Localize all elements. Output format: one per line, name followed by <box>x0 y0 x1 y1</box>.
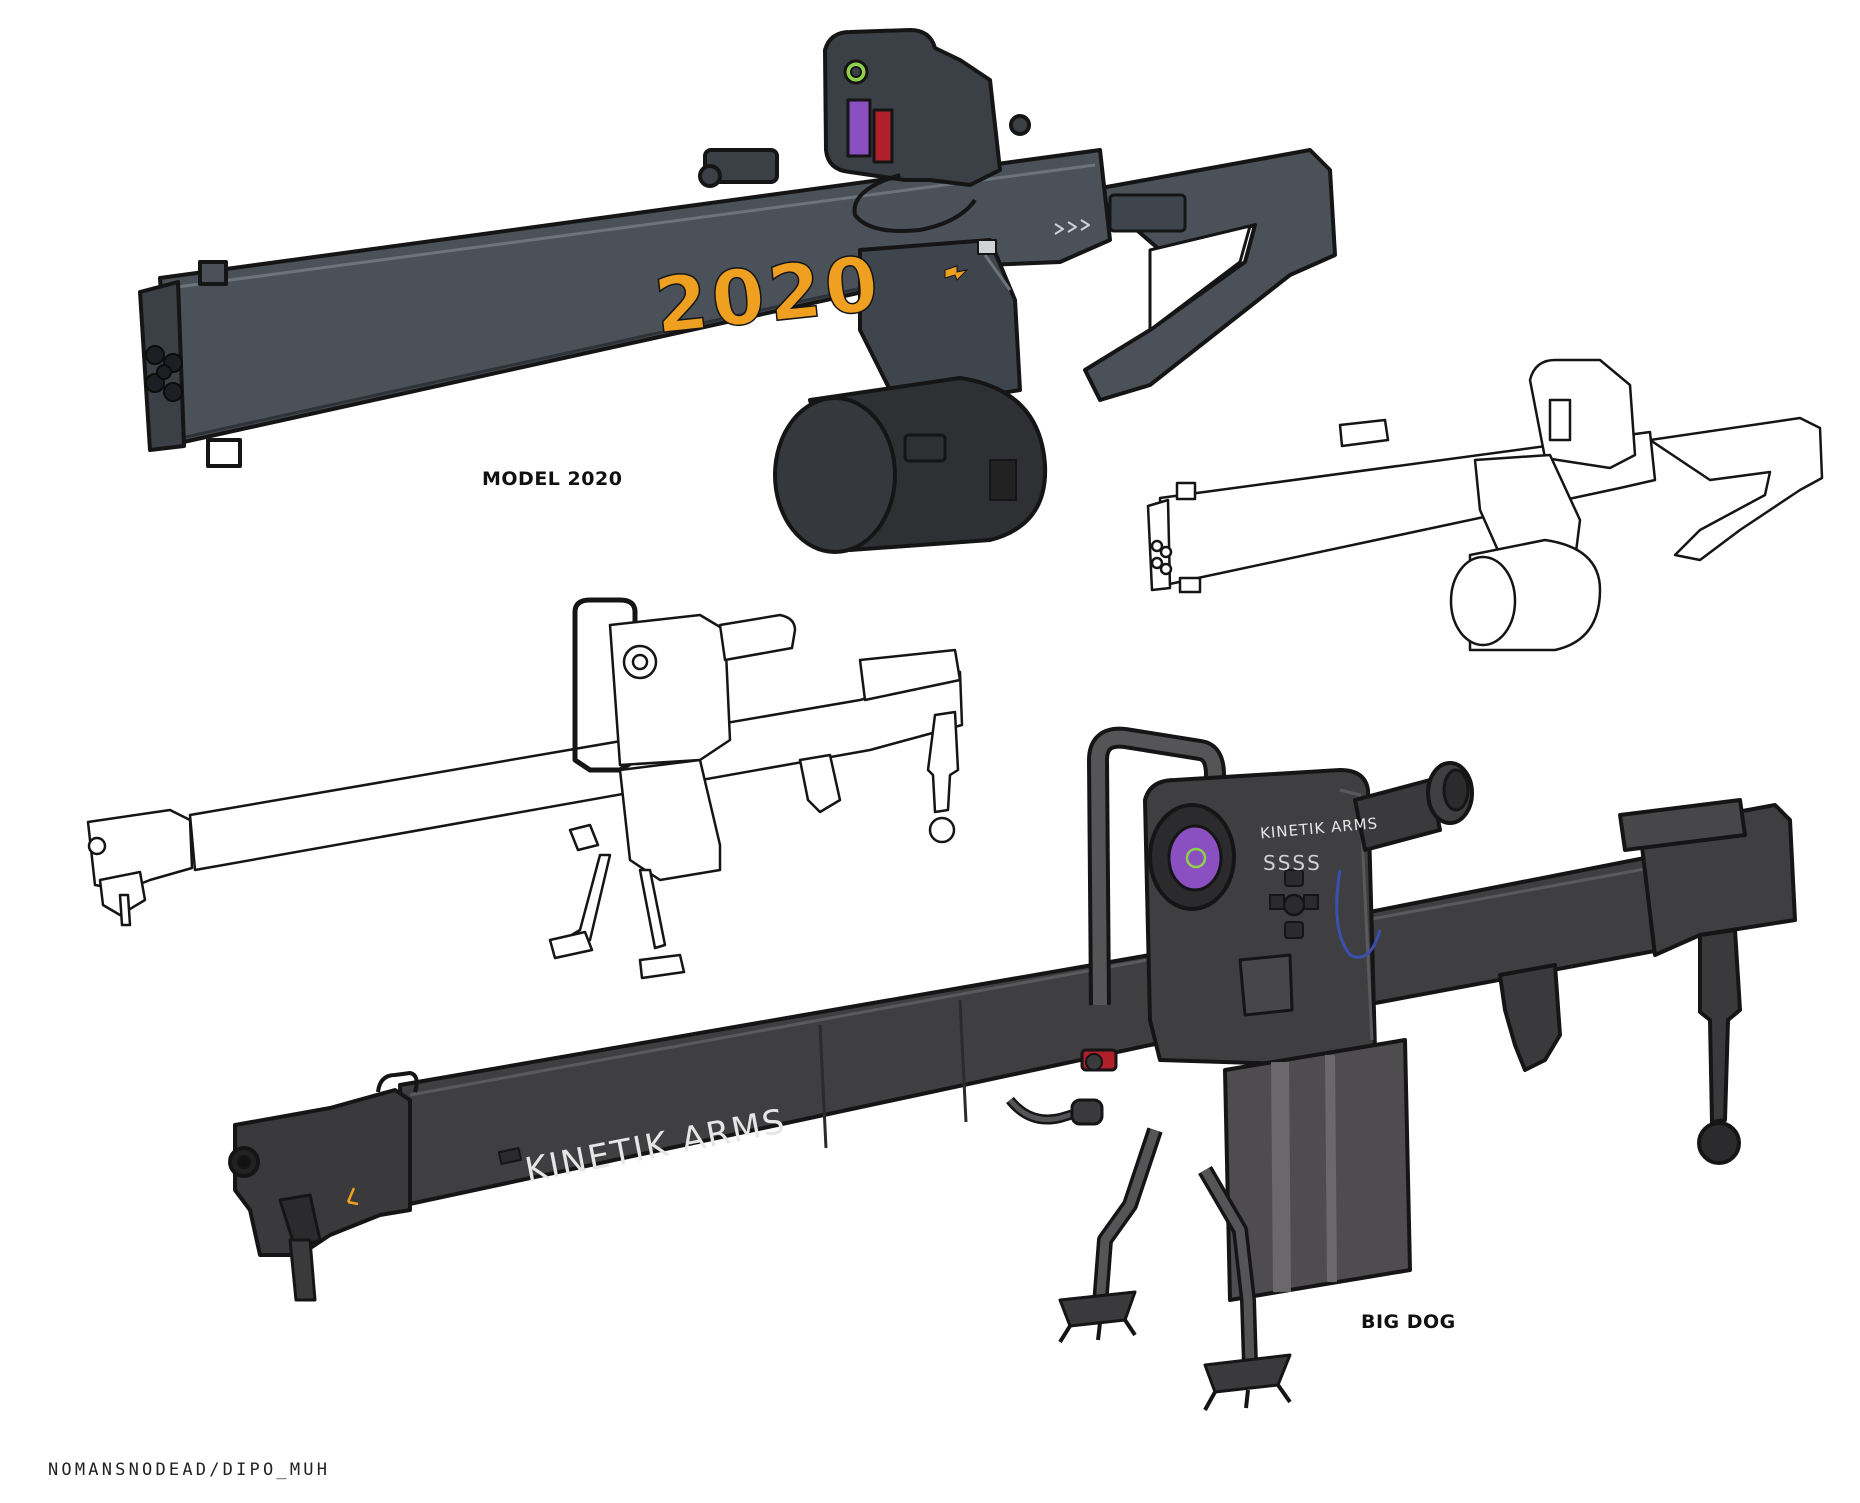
model-2020-lineart <box>1146 358 1824 652</box>
sight-red-lens <box>872 108 894 164</box>
big-dog-housing-symbols: SSSS <box>1263 851 1322 875</box>
sight-purple-lens <box>846 98 872 158</box>
model-2020-drum-face <box>773 396 897 554</box>
model-2020-launcher <box>138 28 1337 554</box>
yellow-caret-icon <box>346 1187 359 1206</box>
big-dog-front-assembly <box>233 1088 412 1257</box>
big-dog-caption: BIG DOG <box>1361 1311 1456 1333</box>
artist-signature: NOMANSNODEAD/DIPO_MUH <box>48 1460 331 1480</box>
big-dog-purple-lens <box>1167 824 1223 892</box>
big-dog-launcher <box>228 726 1797 1411</box>
big-dog-lineart <box>86 597 964 980</box>
model-2020-muzzle-ports <box>145 345 183 402</box>
big-dog-box-magazine <box>1223 1038 1412 1302</box>
orange-chevron-icon <box>944 265 969 281</box>
big-dog-pistol-grip <box>1498 963 1562 1072</box>
model-2020-caption: MODEL 2020 <box>482 468 623 490</box>
